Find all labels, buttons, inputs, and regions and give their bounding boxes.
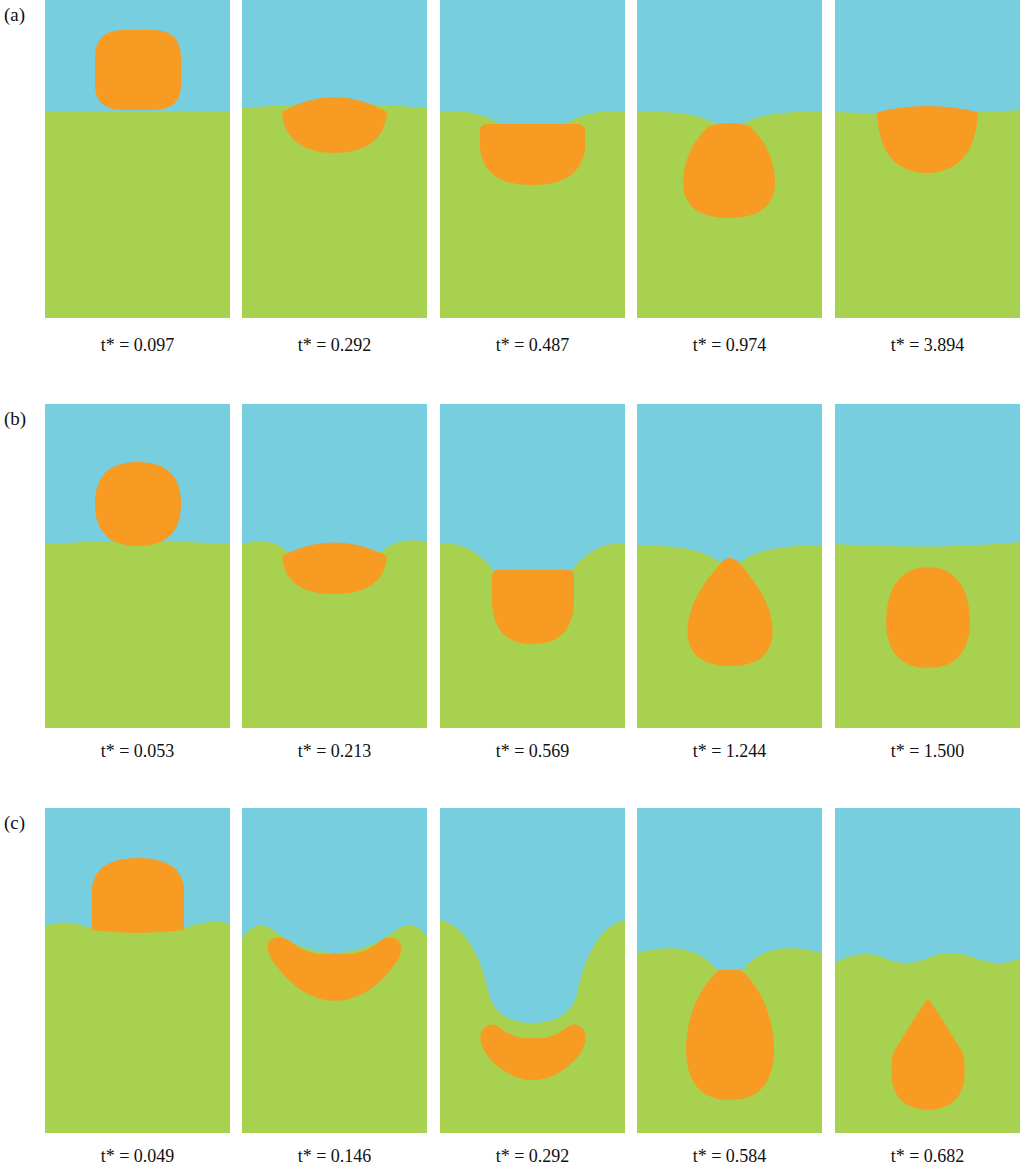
panel xyxy=(835,808,1020,1133)
panel xyxy=(835,0,1020,318)
time-label: t* = 0.292 xyxy=(496,1145,570,1167)
panel xyxy=(835,404,1020,728)
panel xyxy=(637,404,822,728)
panel-letter: (b) xyxy=(4,408,26,430)
time-label: t* = 0.213 xyxy=(298,740,372,762)
time-label: t* = 0.974 xyxy=(693,334,767,356)
panel xyxy=(45,404,230,728)
panel xyxy=(242,808,427,1133)
panel xyxy=(440,404,625,728)
time-label: t* = 0.292 xyxy=(298,334,372,356)
time-label: t* = 1.244 xyxy=(693,740,767,762)
panel xyxy=(45,0,230,318)
time-label: t* = 0.146 xyxy=(298,1145,372,1167)
time-label: t* = 0.487 xyxy=(496,334,570,356)
time-label: t* = 0.569 xyxy=(496,740,570,762)
panel xyxy=(45,808,230,1133)
panel-letter: (a) xyxy=(4,4,25,26)
time-label: t* = 0.053 xyxy=(101,740,175,762)
time-label: t* = 1.500 xyxy=(891,740,965,762)
time-label: t* = 0.097 xyxy=(101,334,175,356)
panel xyxy=(440,808,625,1133)
panel xyxy=(637,0,822,318)
time-label: t* = 0.049 xyxy=(101,1145,175,1167)
panel xyxy=(242,0,427,318)
time-label: t* = 3.894 xyxy=(891,334,965,356)
time-label: t* = 0.682 xyxy=(891,1145,965,1167)
time-label: t* = 0.584 xyxy=(693,1145,767,1167)
panel xyxy=(637,808,822,1133)
panel xyxy=(440,0,625,318)
panel xyxy=(242,404,427,728)
panel-letter: (c) xyxy=(4,812,25,834)
